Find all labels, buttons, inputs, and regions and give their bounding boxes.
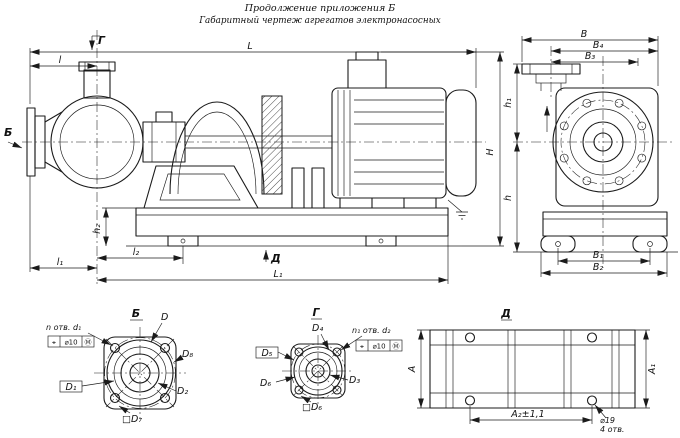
- flange-view-b: Б n отв. d₁ ⌖ ⌀10 Ⓜ D: [46, 307, 193, 425]
- dim-l2-label: l₂: [133, 247, 140, 258]
- dim-D6-square-label: □D₆: [302, 402, 322, 413]
- dim-l-label: l: [59, 55, 62, 66]
- view-g-title: Г: [312, 306, 320, 319]
- motor-end-outline: [555, 87, 659, 207]
- datum-D5-label: D₅: [261, 348, 272, 359]
- position-tolerance-frame-g: ⌖ ⌀10 Ⓜ: [355, 339, 403, 352]
- ground-symbol: [447, 199, 468, 220]
- flange-b-geometry: [94, 327, 186, 419]
- dim-L-label: L: [247, 41, 252, 52]
- motor-foot: [339, 197, 373, 209]
- fcf-modifier-b: Ⓜ: [85, 339, 92, 347]
- dim-D6-label: D₆: [260, 378, 271, 389]
- frame-d-dimensions: А А₁ А₂±1,1 ⌀19 4 отв.: [407, 329, 658, 434]
- end-view-dimensions: В В₄ В₃ h₁ h В₁ В₂: [503, 29, 668, 277]
- dim-L1-label: L₁: [273, 269, 282, 280]
- dim-A-label: А: [407, 366, 418, 374]
- fcf-value-g: ⌀10: [372, 343, 385, 351]
- fcf-symbol-g: ⌖: [360, 343, 364, 351]
- baseplate: [126, 207, 462, 247]
- dim-h1-label: h₁: [503, 98, 514, 108]
- flange-b-labels: n отв. d₁ ⌖ ⌀10 Ⓜ D D₈ D₁ D₂ □D₇: [46, 312, 193, 425]
- end-view: В В₄ В₃ h₁ h В₁ В₂: [503, 29, 678, 277]
- flange-g-labels: D₄ n₁ отв. d₂ ⌖ ⌀10 Ⓜ D₅ D₆ D₃ □D₆: [255, 323, 403, 413]
- page-subtitle: Габаритный чертеж агрегатов электронасос…: [198, 15, 441, 26]
- dim-B3-label: В₃: [585, 51, 596, 62]
- pump-end-casing: [552, 91, 654, 193]
- dim-D7-label: □D₇: [122, 414, 142, 425]
- view-b-title: Б: [132, 307, 140, 320]
- dim-h-label: h: [503, 195, 514, 201]
- pump-casing: [26, 61, 144, 189]
- end-view-base: [531, 211, 678, 253]
- holes-note-b: n отв. d₁: [46, 323, 81, 332]
- header: Продолжение приложения Б Габаритный черт…: [198, 3, 441, 26]
- fan-cowl: [445, 89, 477, 197]
- view-arrow-b-label: Б: [4, 126, 12, 139]
- dim-A2-label: А₂±1,1: [510, 409, 544, 420]
- dim-B4-label: В₄: [593, 40, 604, 51]
- datum-D1-label: D₁: [65, 382, 76, 393]
- dim-D-label: D: [161, 312, 168, 323]
- holes-note-g: n₁ отв. d₂: [352, 326, 391, 335]
- side-view-dimensions: L l Г Б H h₂ l₂ l₁ L₁: [4, 34, 504, 284]
- bearing-housing: [142, 111, 186, 163]
- position-tolerance-frame-b: ⌖ ⌀10 Ⓜ: [47, 335, 95, 348]
- dim-D8-label: D₈: [182, 349, 193, 360]
- dim-D4-label: D₄: [312, 323, 323, 334]
- frame-d-geometry: [429, 329, 636, 409]
- dim-l1-label: l₁: [57, 257, 64, 268]
- dim-H-label: H: [485, 148, 496, 155]
- terminal-box: [347, 59, 387, 89]
- dim-D3-label: D₃: [349, 375, 360, 386]
- fcf-modifier-g: Ⓜ: [393, 343, 400, 351]
- fcf-value-b: ⌀10: [64, 339, 77, 347]
- datum-D1-frame: D₁: [59, 379, 115, 393]
- pump-pedestal: [143, 165, 259, 209]
- flange-g-geometry: [282, 335, 354, 407]
- frame-view-d: Д А А₁ А₂±1,1 ⌀19 4 от: [407, 307, 658, 434]
- discharge-flange: [521, 63, 581, 132]
- side-view: L l Г Б H h₂ l₂ l₁ L₁: [4, 30, 504, 284]
- flange-view-g: Г D₄ n₁ отв. d₂ ⌖ ⌀10 Ⓜ: [255, 306, 403, 413]
- coupling-guard: [169, 95, 332, 209]
- frame-holes-dia: ⌀19: [600, 416, 615, 425]
- dim-D2-label: D₂: [177, 386, 188, 397]
- dim-B-label: В: [581, 29, 588, 40]
- view-d-title: Д: [500, 307, 511, 320]
- datum-D5-frame: D₅: [255, 346, 295, 361]
- casing-bolts: [559, 98, 647, 186]
- dim-A1-label: А₁: [647, 364, 658, 375]
- view-arrow-g-label: Г: [98, 34, 106, 47]
- dim-h2-label: h₂: [92, 224, 103, 234]
- electric-motor: [331, 51, 477, 209]
- page-title: Продолжение приложения Б: [244, 3, 396, 14]
- shaft: [185, 135, 332, 149]
- fcf-symbol-b: ⌖: [52, 339, 56, 347]
- view-arrow-d-label: Д: [270, 252, 281, 265]
- frame-holes-count: 4 отв.: [600, 425, 624, 434]
- dim-B1-label: В₁: [593, 250, 604, 261]
- dim-B2-label: В₂: [593, 262, 604, 273]
- motor-foot: [403, 197, 437, 209]
